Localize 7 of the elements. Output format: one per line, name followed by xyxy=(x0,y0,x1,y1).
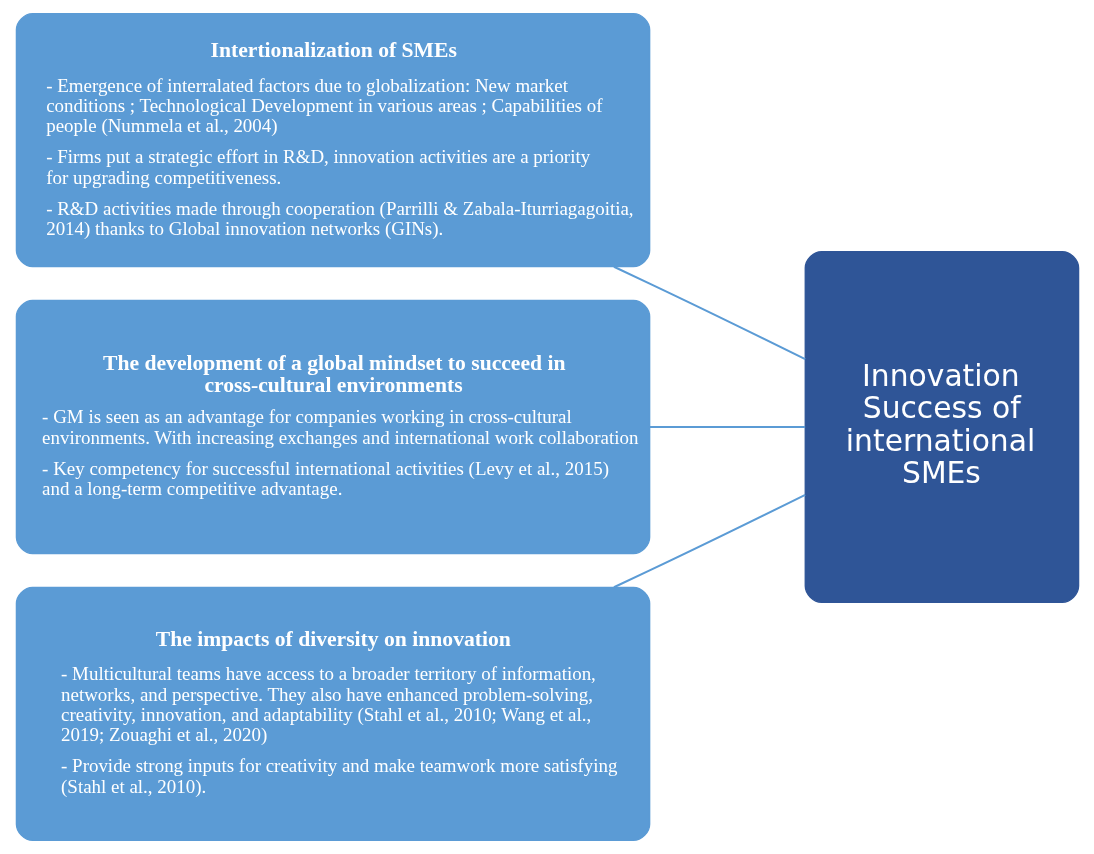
connector xyxy=(649,426,805,428)
node-box: The development of a global mindset to succeed in cross-cultural environments - GM is seen as an advantage for companies working in cross-cultural environments. With increasing exchanges and international work collaboration - Key competency for successful international activities (Levy et al., 2015) and a long-term competitive advantage. xyxy=(15,299,650,555)
connector xyxy=(613,265,806,361)
node-box: The impacts of diversity on innovation - Multicultural teams have access to a broader territory of information, networks, and perspective. They also have enhanced problem-solving, creativity, innovation, and adaptability (Stahl et al., 2010; Wang et al., 2019; Zouaghi et al., 2020) - Provide strong inputs for creativity and make teamwork more satisfying (Stahl et al., 2010). xyxy=(15,586,650,842)
node-box: Intertionalization of SMEs - Emergence of interralated factors due to globalization: New market conditions ; Technological Development in various areas ; Capabilities of people (Nummela et al., 2004) - Firms put a strategic effort in R&D, innovation activities are a priority for upgrading competitiveness. - R&D activities made through cooperation (Parrilli & Zabala-Iturriagagoitia, 2014) thanks to Global innovation networks (GINs). xyxy=(15,12,650,268)
node-box: Innovation Success of international SMEs xyxy=(804,251,1079,603)
connector xyxy=(613,493,806,589)
